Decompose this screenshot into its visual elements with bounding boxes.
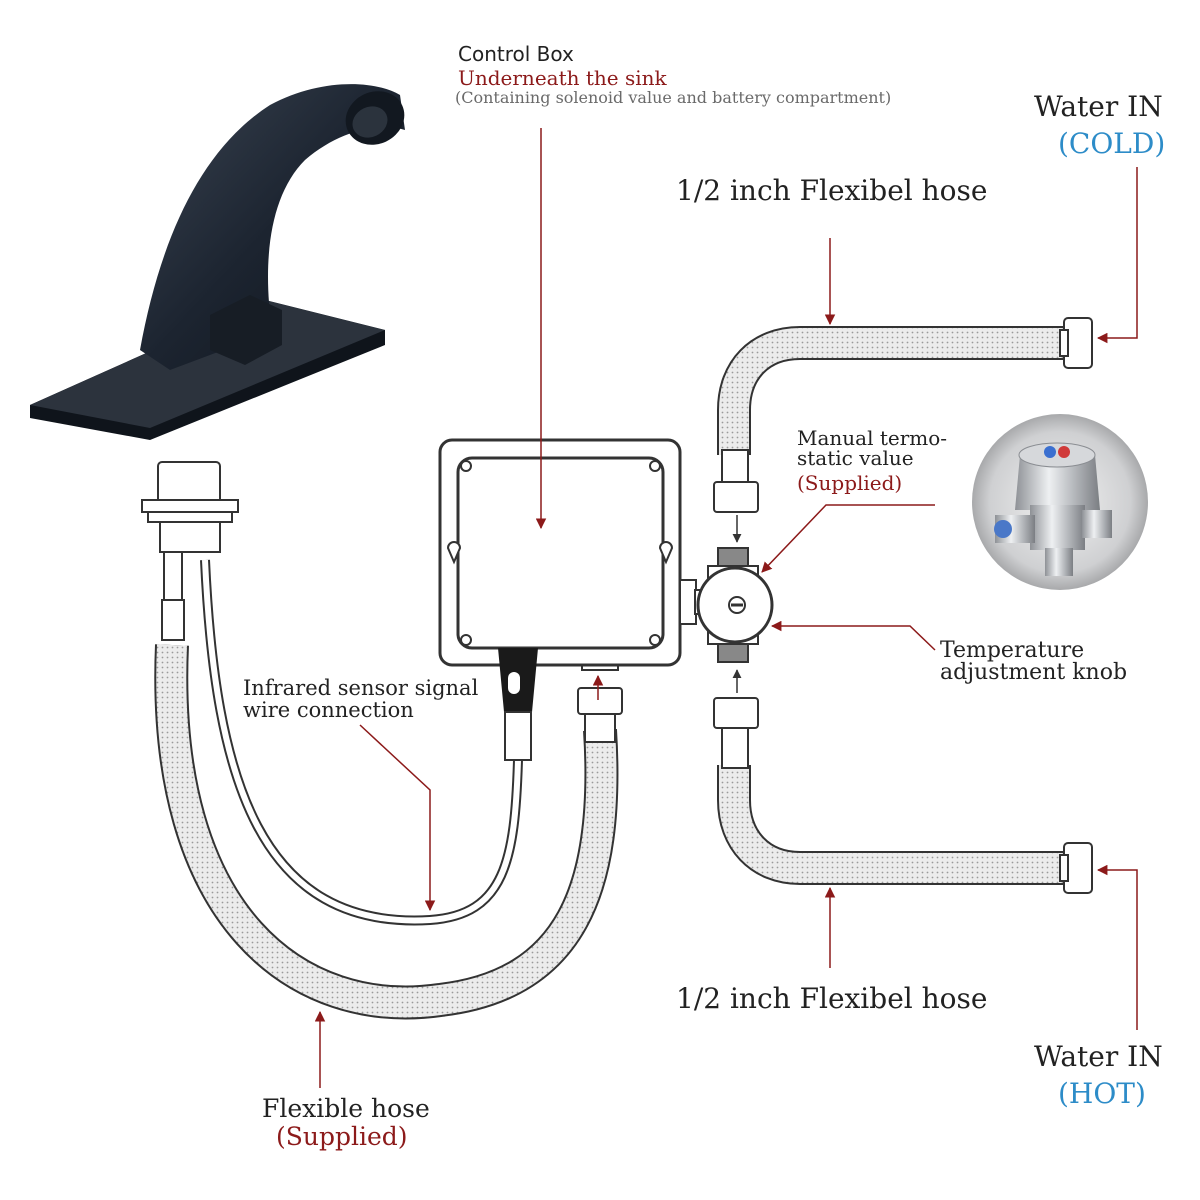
knob-pointer (770, 620, 936, 651)
hose-top-label: 1/2 inch Flexibel hose (676, 174, 988, 207)
cold-inlet-pointer (1096, 167, 1138, 344)
sensor-plug (498, 648, 538, 761)
flexible-hose-label: Flexible hose (262, 1094, 430, 1123)
water-in-hot-label: Water IN (1034, 1040, 1163, 1073)
valve-label-status: (Supplied) (797, 471, 903, 495)
thermostatic-valve-photo (972, 414, 1148, 590)
water-in-cold-temp: (COLD) (1058, 127, 1166, 160)
callout-lines (314, 128, 1138, 1088)
faucet-base-connector (141, 461, 239, 641)
sensor-wire-label-line1: Infrared sensor signal (243, 676, 479, 700)
valve-label-line2: static value (797, 446, 914, 470)
control-box-note: (Containing solenoid value and battery c… (455, 88, 892, 107)
flexible-hose-status: (Supplied) (276, 1122, 408, 1151)
water-in-cold-label: Water IN (1034, 90, 1163, 123)
faucet (30, 84, 405, 440)
thermostatic-valve (696, 547, 774, 663)
valve-pointer (761, 504, 935, 573)
control-box (438, 438, 708, 667)
hose-bottom-label: 1/2 inch Flexibel hose (676, 982, 988, 1015)
water-in-hot-temp: (HOT) (1058, 1077, 1146, 1110)
sensor-wire-label-line2: wire connection (243, 698, 414, 722)
sensor-wire-pointer (359, 724, 436, 912)
knob-label-line2: adjustment knob (940, 660, 1128, 685)
knob-label-line1: Temperature (940, 638, 1085, 663)
control-box-location: Underneath the sink (458, 66, 667, 90)
hot-inlet-pointer (1096, 864, 1138, 1030)
control-box-title: Control Box (458, 42, 574, 66)
valve-label-line1: Manual termo- (797, 426, 948, 450)
